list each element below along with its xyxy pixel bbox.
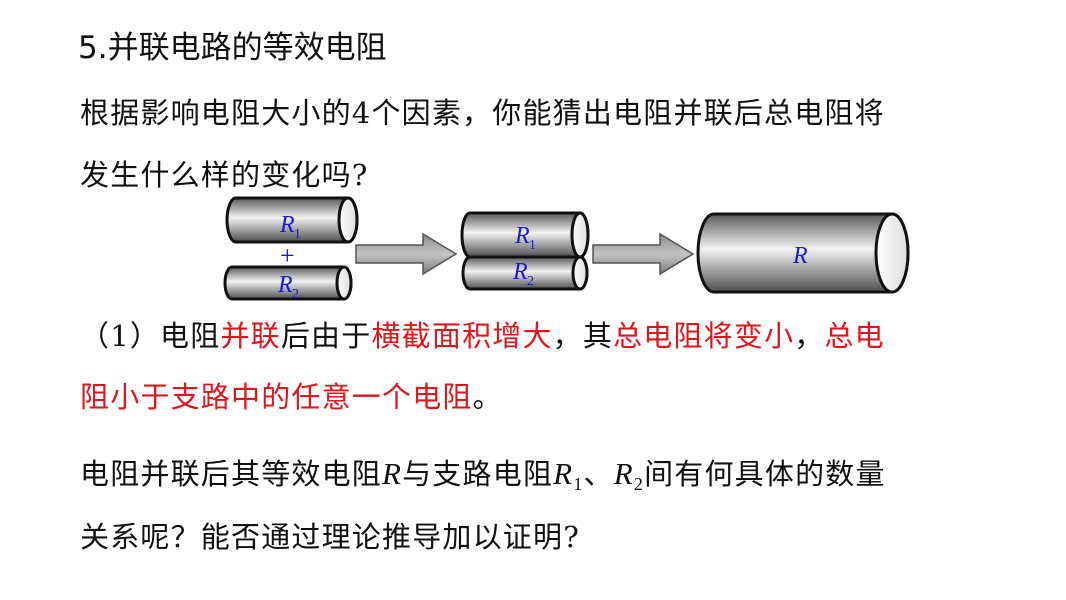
- highlight-less-than-branch: 阻小于支路中的任意一个电阻: [80, 380, 473, 414]
- stacked-r1-label: R: [514, 223, 530, 249]
- conclusion-line-1: （1）电阻并联后由于横截面积增大，其总电阻将变小，总电: [80, 313, 885, 355]
- conclusion-text: ，: [794, 319, 825, 353]
- arrow-right-icon: [592, 232, 695, 276]
- r2-subscript: 2: [292, 287, 299, 302]
- conclusion-end: 。: [472, 380, 503, 414]
- highlight-total-less: 总电: [824, 319, 885, 353]
- plus-sign: +: [280, 241, 295, 270]
- r1-label: R: [279, 212, 295, 238]
- r1-subscript: 1: [294, 227, 301, 242]
- conclusion-line-2: 阻小于支路中的任意一个电阻。: [80, 374, 503, 416]
- conclusion-text: 后由于: [280, 319, 372, 353]
- relation-line-1: 电阻并联后其等效电阻R与支路电阻R1、R2间有何具体的数量: [80, 451, 886, 495]
- highlight-total-smaller: 总电阻将变小: [613, 319, 795, 353]
- equivalent-resistor-cylinder: [696, 212, 910, 294]
- relation-separator: 、: [583, 457, 614, 491]
- highlight-cross-section: 横截面积增大: [371, 319, 553, 353]
- arrow-right-icon: [355, 232, 458, 276]
- relation-text: 间有何具体的数量: [644, 457, 886, 491]
- var-r1-subscript: 1: [573, 474, 584, 494]
- highlight-parallel: 并联: [220, 319, 281, 353]
- relation-text: 电阻并联后其等效电阻: [80, 457, 383, 491]
- conclusion-prefix: （1）电阻: [80, 319, 221, 353]
- question-line-1: 根据影响电阻大小的4个因素，你能猜出电阻并联后总电阻将: [80, 96, 885, 130]
- resistor-r1-cylinder: [225, 196, 359, 244]
- slide-title: 5.并联电路的等效电阻: [78, 30, 387, 66]
- stacked-r1-subscript: 1: [529, 238, 536, 253]
- var-r2-subscript: 2: [633, 474, 645, 494]
- var-r: R: [382, 456, 403, 491]
- question-line-2: 发生什么样的变化吗?: [80, 158, 369, 192]
- resistor-combination-diagram: R 1 + R 2 R 1 R 2 R: [223, 196, 910, 302]
- relation-line-2: 关系呢？能否通过理论推导加以证明?: [80, 520, 580, 554]
- relation-text: 与支路电阻: [402, 457, 554, 491]
- stacked-r2-label: R: [512, 259, 528, 285]
- r2-label: R: [277, 272, 293, 298]
- stacked-r2-subscript: 2: [527, 274, 534, 289]
- resistor-r2-cylinder: [223, 265, 353, 301]
- var-r1: R: [553, 456, 574, 491]
- stacked-resistors-cylinder: [460, 211, 590, 291]
- r-label: R: [792, 243, 808, 269]
- var-r2: R: [613, 456, 634, 491]
- conclusion-text: ，其: [552, 319, 614, 353]
